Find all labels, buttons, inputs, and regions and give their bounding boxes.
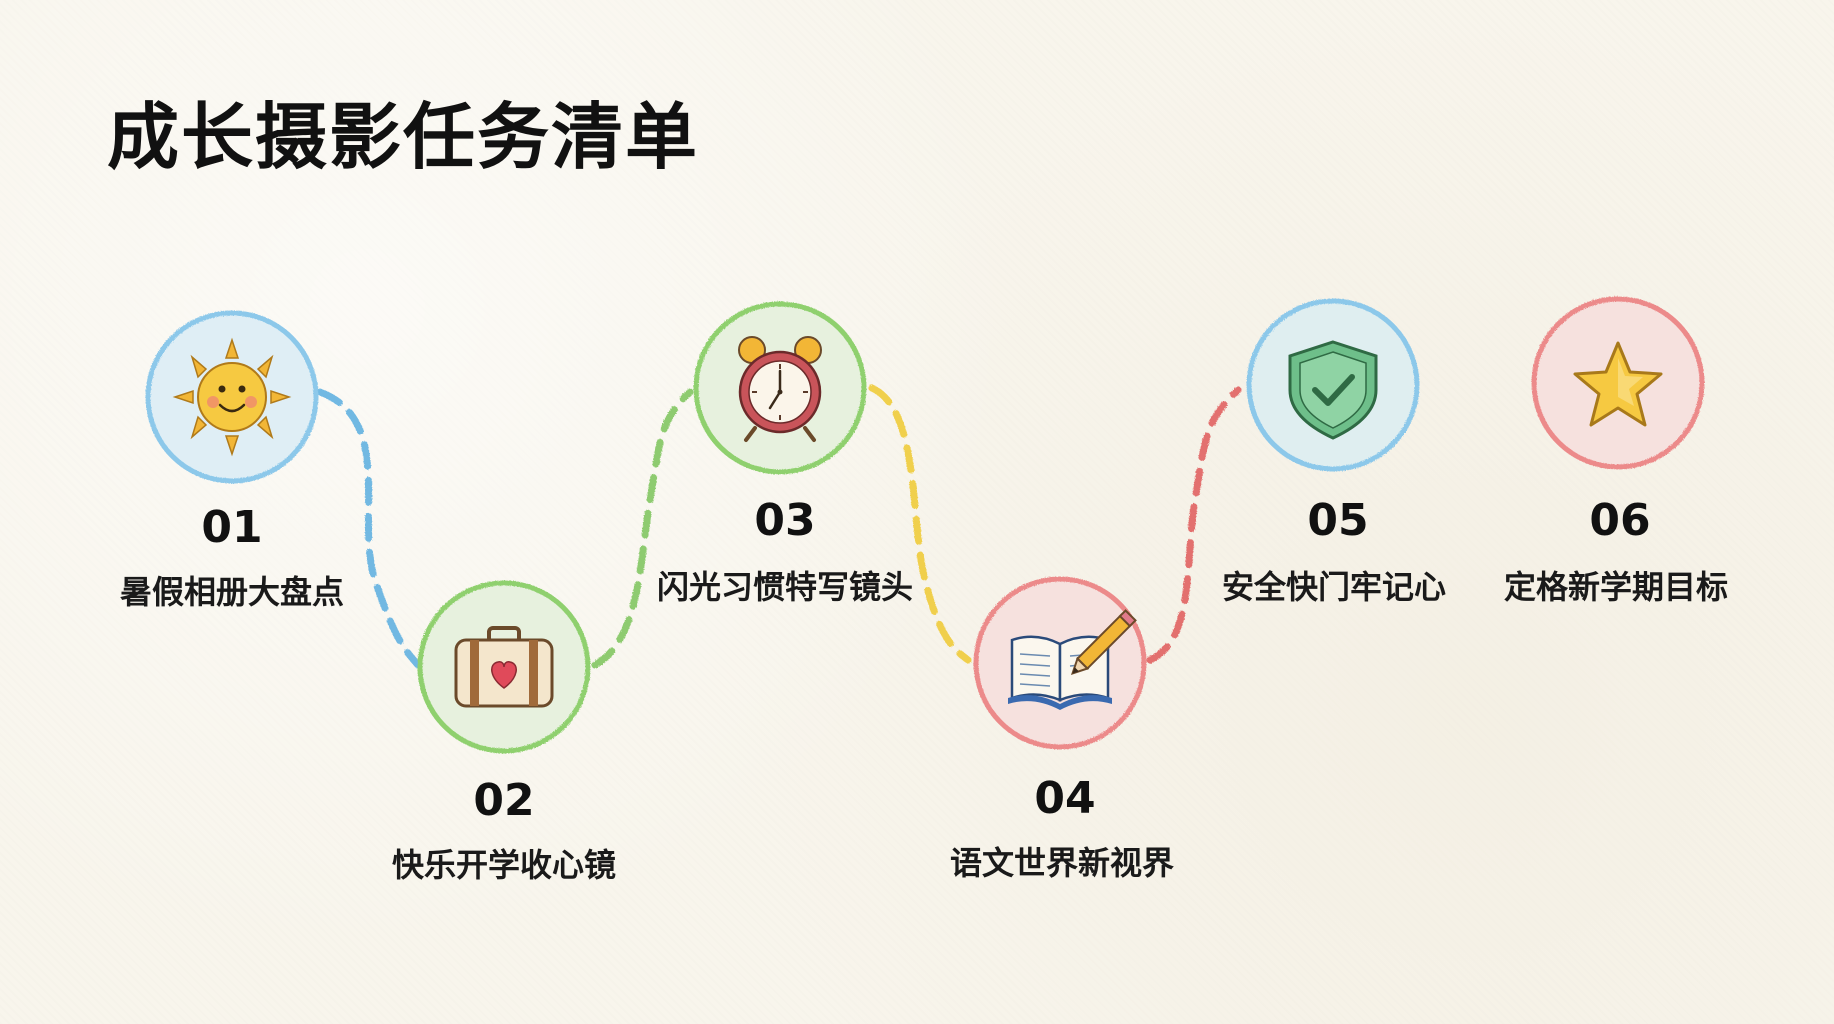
step-06-label: 定格新学期目标 bbox=[1503, 568, 1728, 606]
suitcase-icon bbox=[454, 626, 554, 708]
step-01-label: 暑假相册大盘点 bbox=[119, 573, 344, 611]
sun-icon bbox=[172, 337, 292, 457]
shield-check-icon bbox=[1288, 340, 1378, 440]
step-04-label: 语文世界新视界 bbox=[949, 844, 1174, 882]
step-01-number: 01 bbox=[201, 502, 263, 553]
step-03-circle bbox=[693, 301, 867, 475]
step-02-label: 快乐开学收心镜 bbox=[391, 846, 616, 884]
step-05-number: 05 bbox=[1307, 495, 1369, 546]
connector-03-04 bbox=[868, 384, 972, 664]
step-06-circle bbox=[1531, 296, 1705, 470]
step-02-number: 02 bbox=[473, 775, 535, 826]
step-02-circle bbox=[417, 580, 591, 754]
step-04-number: 04 bbox=[1034, 773, 1096, 824]
step-03-label: 闪光习惯特写镜头 bbox=[656, 568, 913, 606]
step-05-label: 安全快门牢记心 bbox=[1221, 568, 1446, 606]
page-title: 成长摄影任务清单 bbox=[107, 95, 700, 179]
book-pencil-icon bbox=[1008, 609, 1137, 710]
step-03-number: 03 bbox=[754, 495, 816, 546]
star-icon bbox=[1573, 341, 1663, 427]
step-05-circle bbox=[1246, 298, 1420, 472]
connector-04-05 bbox=[1146, 386, 1242, 664]
step-01-circle bbox=[145, 310, 319, 484]
alarm-clock-icon bbox=[738, 336, 822, 442]
step-04-circle bbox=[973, 576, 1147, 750]
step-06-number: 06 bbox=[1589, 495, 1651, 546]
connector-02-03 bbox=[591, 388, 694, 669]
connector-01-02 bbox=[316, 388, 422, 669]
